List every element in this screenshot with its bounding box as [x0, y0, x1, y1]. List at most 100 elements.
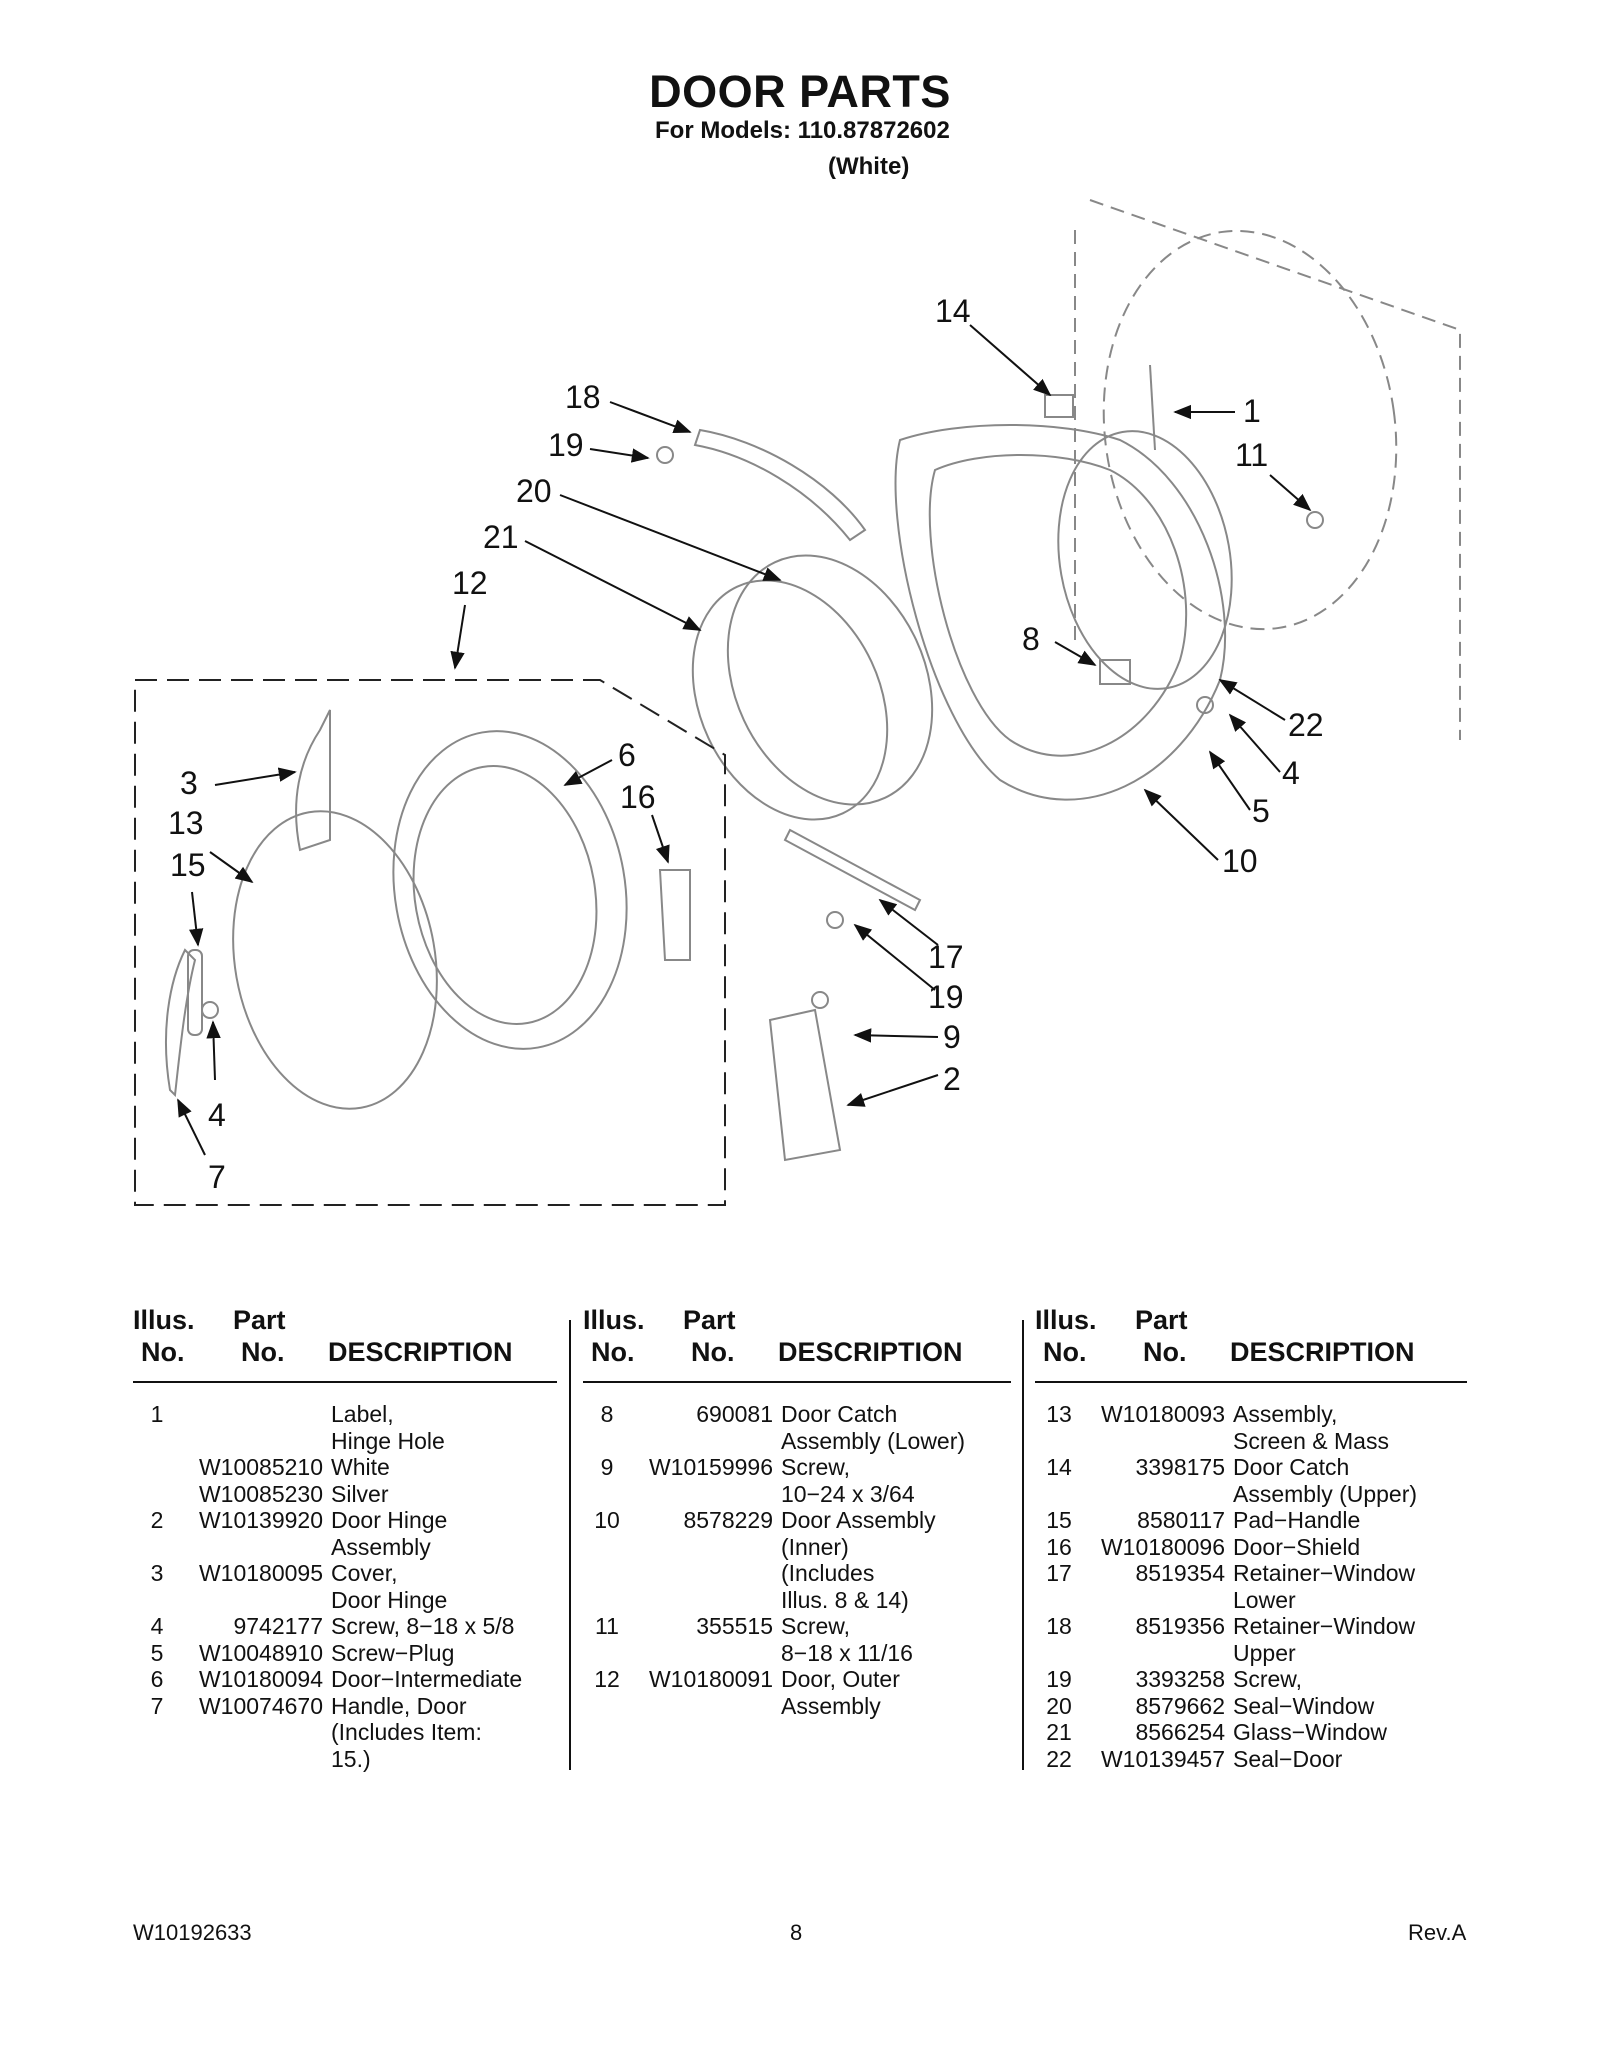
- models-line: For Models: 110.87872602: [655, 117, 950, 144]
- part-number: W10180095: [198, 1560, 323, 1586]
- header-illus-top: Illus.: [583, 1305, 645, 1335]
- illus-number: 8: [600, 1401, 614, 1427]
- part-number: W10139920: [198, 1507, 323, 1533]
- callout-19a: 19: [548, 427, 584, 463]
- illus-number: 13: [1046, 1401, 1072, 1427]
- header-part-top: Part: [683, 1305, 736, 1335]
- part-number: 8580117: [1137, 1507, 1225, 1533]
- callout-19b: 19: [928, 979, 964, 1015]
- part-number: W10085230: [198, 1480, 323, 1507]
- part-number: 3398175: [1135, 1454, 1225, 1480]
- column-divider: [569, 1320, 571, 1770]
- part-description: Screw, 10−24 x 3/64: [781, 1454, 915, 1507]
- illus-number: 21: [1046, 1719, 1072, 1745]
- table-row: 1 Label, Hinge Hole: [133, 1401, 557, 1454]
- illus-number: 6: [150, 1666, 164, 1692]
- table-row: 14 3398175 Door Catch Assembly (Upper): [1035, 1454, 1467, 1507]
- header-description: DESCRIPTION: [778, 1337, 963, 1367]
- illus-number: 18: [1046, 1613, 1072, 1639]
- part-number: W10180094: [198, 1666, 323, 1692]
- header-illus-top: Illus.: [1035, 1305, 1097, 1335]
- footer-revision: Rev.A: [1408, 1920, 1467, 1945]
- illus-number: 14: [1046, 1454, 1072, 1480]
- header-illus-bottom: No.: [591, 1337, 635, 1367]
- callout-4b: 4: [208, 1097, 226, 1133]
- header-illus-top: Illus.: [133, 1305, 195, 1335]
- callout-16: 16: [620, 779, 656, 815]
- table-header: Illus. No. Part No. DESCRIPTION: [1035, 1305, 1467, 1383]
- callout-9: 9: [943, 1019, 961, 1055]
- part-description: Glass−Window: [1233, 1719, 1388, 1745]
- illus-number: 19: [1046, 1666, 1072, 1692]
- callout-6: 6: [618, 737, 636, 773]
- part-description: Seal−Window: [1233, 1692, 1375, 1719]
- part-description: Silver: [331, 1480, 389, 1507]
- part-description: Retainer−Window Upper: [1233, 1613, 1416, 1666]
- part-number: W10180096: [1100, 1533, 1225, 1560]
- illus-number: 16: [1046, 1533, 1072, 1560]
- part-number: W10139457: [1100, 1745, 1225, 1772]
- part-description: Assembly, Screen & Mass: [1233, 1401, 1389, 1454]
- part-description: Pad−Handle: [1233, 1507, 1361, 1533]
- callout-22: 22: [1288, 707, 1324, 743]
- footer-page-number: 8: [790, 1920, 803, 1945]
- part-description: Retainer−Window Lower: [1233, 1560, 1416, 1613]
- part-description: Screw, 8−18 x 11/16: [781, 1613, 913, 1666]
- header-description: DESCRIPTION: [1230, 1337, 1415, 1367]
- callout-14: 14: [935, 293, 971, 329]
- header-illus-bottom: No.: [141, 1337, 185, 1367]
- part-number: 8566254: [1135, 1719, 1225, 1745]
- part-number: 9742177: [233, 1613, 323, 1639]
- header-illus-bottom: No.: [1043, 1337, 1087, 1367]
- part-description: Door Hinge Assembly: [331, 1507, 448, 1560]
- illus-number: 5: [150, 1639, 164, 1666]
- part-description: Screw−Plug: [331, 1639, 455, 1666]
- illus-number: 2: [150, 1507, 164, 1533]
- header-part-top: Part: [1135, 1305, 1188, 1335]
- callout-17: 17: [928, 939, 964, 975]
- table-row: 21 8566254 Glass−Window: [1035, 1719, 1467, 1746]
- part-description: Screw,: [1233, 1666, 1303, 1692]
- part-number: 8579662: [1135, 1692, 1225, 1719]
- header-part-bottom: No.: [1143, 1337, 1187, 1367]
- footer-doc-number: W10192633: [133, 1920, 252, 1945]
- callout-2: 2: [943, 1061, 961, 1097]
- table-row: W10085230 Silver: [133, 1481, 557, 1508]
- part-number: W10159996: [648, 1454, 773, 1480]
- part-description: Door−Intermediate: [331, 1666, 523, 1692]
- table-row: 20 8579662 Seal−Window: [1035, 1693, 1467, 1720]
- column-divider: [1022, 1320, 1024, 1770]
- illus-number: 9: [600, 1454, 614, 1480]
- illus-number: 17: [1046, 1560, 1072, 1586]
- illus-number: 1: [150, 1401, 164, 1427]
- callout-21: 21: [483, 519, 519, 555]
- callout-7: 7: [208, 1159, 226, 1195]
- part-description: Label, Hinge Hole: [331, 1401, 445, 1454]
- part-number: W10074670: [198, 1692, 323, 1719]
- table-row: 2 W10139920 Door Hinge Assembly: [133, 1507, 557, 1560]
- illus-number: 20: [1046, 1692, 1072, 1719]
- illus-number: 11: [595, 1613, 619, 1639]
- part-description: Door Catch Assembly (Upper): [1233, 1454, 1418, 1507]
- part-description: Door, Outer Assembly: [781, 1666, 900, 1719]
- callout-10: 10: [1222, 843, 1258, 879]
- header-part-bottom: No.: [241, 1337, 285, 1367]
- header-part-top: Part: [233, 1305, 286, 1335]
- part-number: 8578229: [683, 1507, 773, 1533]
- part-description: Screw, 8−18 x 5/8: [331, 1613, 515, 1639]
- part-description: Cover, Door Hinge: [331, 1560, 448, 1613]
